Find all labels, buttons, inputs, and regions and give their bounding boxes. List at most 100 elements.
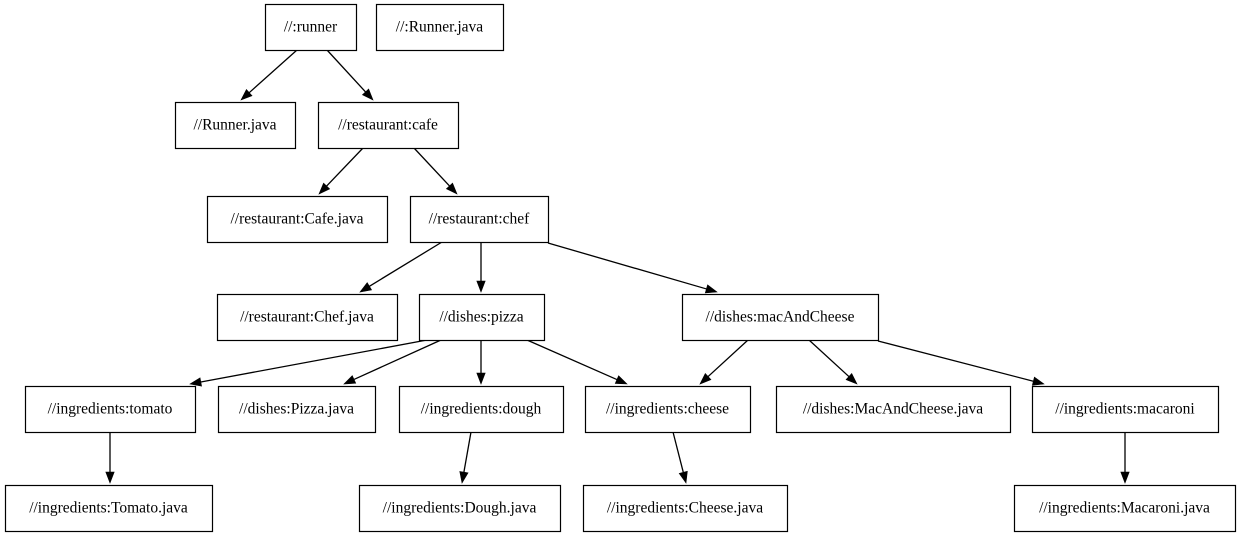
node-box[interactable] <box>264 3 358 52</box>
graph-node-dishes_macandcheese[interactable]: //dishes:macAndCheese <box>681 293 880 342</box>
graph-node-runner_java_root[interactable]: //:Runner.java <box>375 3 505 52</box>
graph-edge <box>105 432 115 484</box>
edge-arrowhead <box>240 89 253 101</box>
node-label: //ingredients:Cheese.java <box>607 500 763 517</box>
node-box[interactable] <box>418 293 546 342</box>
edge-arrowhead <box>476 280 486 293</box>
node-label: //restaurant:chef <box>429 211 531 228</box>
graph-node-restaurant_chef[interactable]: //restaurant:chef <box>409 195 550 244</box>
edge-arrowhead <box>1031 376 1045 386</box>
edge-arrowhead <box>704 284 718 294</box>
node-box[interactable] <box>375 3 505 52</box>
graph-node-ing_tomato[interactable]: //ingredients:tomato <box>24 385 197 434</box>
graph-node-restaurant_cafe_java[interactable]: //restaurant:Cafe.java <box>206 195 389 244</box>
edge-arrowhead <box>359 282 373 293</box>
graph-node-runner_java[interactable]: //Runner.java <box>174 101 297 150</box>
edge-line <box>326 147 364 187</box>
edges-layer <box>105 49 1130 484</box>
node-box[interactable] <box>217 385 377 434</box>
node-label: //Runner.java <box>193 117 276 134</box>
node-box[interactable] <box>582 484 789 533</box>
node-label: //restaurant:cafe <box>338 117 438 134</box>
graph-node-ing_tomato_java[interactable]: //ingredients:Tomato.java <box>4 484 214 533</box>
edge-arrowhead <box>678 470 688 484</box>
graph-edge <box>476 340 486 385</box>
edge-arrowhead <box>361 88 374 101</box>
edge-arrowhead <box>105 471 115 484</box>
edge-line <box>413 147 450 187</box>
edge-arrowhead <box>845 372 858 385</box>
node-label: //restaurant:Chef.java <box>240 309 374 326</box>
graph-node-ing_macaroni[interactable]: //ingredients:macaroni <box>1031 385 1220 434</box>
graph-edge <box>699 339 749 385</box>
node-box[interactable] <box>206 195 389 244</box>
graph-edge <box>318 147 364 195</box>
edge-line <box>808 339 850 378</box>
node-label: //:runner <box>284 19 338 36</box>
graph-edge <box>547 242 718 294</box>
edge-line <box>200 339 428 383</box>
graph-edge <box>326 49 374 101</box>
edge-line <box>672 431 684 473</box>
graph-node-dishes_pizza_java[interactable]: //dishes:Pizza.java <box>217 385 377 434</box>
node-label: //restaurant:Cafe.java <box>231 211 364 228</box>
edge-arrowhead <box>189 377 202 387</box>
graph-edge <box>343 339 442 385</box>
graph-edge <box>413 147 458 195</box>
graph-node-ing_cheese[interactable]: //ingredients:cheese <box>584 385 752 434</box>
node-box[interactable] <box>4 484 214 533</box>
edge-line <box>326 49 367 93</box>
graph-node-ing_dough[interactable]: //ingredients:dough <box>398 385 565 434</box>
graph-edge <box>240 49 298 101</box>
graph-edge <box>1120 432 1130 484</box>
node-label: //ingredients:Macaroni.java <box>1039 500 1210 517</box>
edge-line <box>526 339 618 381</box>
node-box[interactable] <box>681 293 880 342</box>
edge-arrowhead <box>445 182 458 195</box>
graph-node-runner[interactable]: //:runner <box>264 3 358 52</box>
node-box[interactable] <box>775 385 1012 434</box>
graph-edge <box>189 339 428 387</box>
graph-edge <box>877 340 1045 386</box>
graph-node-ing_dough_java[interactable]: //ingredients:Dough.java <box>358 484 562 533</box>
edge-arrowhead <box>699 372 712 385</box>
node-box[interactable] <box>24 385 197 434</box>
node-label: //dishes:MacAndCheese.java <box>803 401 983 418</box>
node-box[interactable] <box>317 101 460 150</box>
node-box[interactable] <box>358 484 562 533</box>
node-label: //ingredients:Tomato.java <box>29 500 188 517</box>
node-box[interactable] <box>1013 484 1237 533</box>
edge-line <box>353 339 442 381</box>
graph-node-dishes_mac_java[interactable]: //dishes:MacAndCheese.java <box>775 385 1012 434</box>
nodes-layer: //:runner //:Runner.java //Runner.java //re… <box>4 3 1237 533</box>
edge-arrowhead <box>343 375 357 385</box>
graph-node-restaurant_chef_java[interactable]: //restaurant:Chef.java <box>216 293 399 342</box>
graph-node-restaurant_cafe[interactable]: //restaurant:cafe <box>317 101 460 150</box>
node-box[interactable] <box>1031 385 1220 434</box>
node-box[interactable] <box>409 195 550 244</box>
node-box[interactable] <box>584 385 752 434</box>
graph-edge <box>476 242 486 293</box>
edge-arrowhead <box>459 471 469 484</box>
node-label: //ingredients:tomato <box>48 401 173 418</box>
edge-arrowhead <box>614 375 628 385</box>
edge-line <box>248 49 298 94</box>
graph-edge <box>359 241 443 293</box>
graph-node-ing_macaroni_java[interactable]: //ingredients:Macaroni.java <box>1013 484 1237 533</box>
edge-arrowhead <box>476 372 486 385</box>
node-label: //ingredients:cheese <box>606 401 729 418</box>
node-label: //dishes:pizza <box>439 309 523 326</box>
node-box[interactable] <box>174 101 297 150</box>
node-box[interactable] <box>398 385 565 434</box>
graph-node-dishes_pizza[interactable]: //dishes:pizza <box>418 293 546 342</box>
node-label: //ingredients:Dough.java <box>383 500 537 517</box>
edge-line <box>547 242 707 290</box>
graph-node-ing_cheese_java[interactable]: //ingredients:Cheese.java <box>582 484 789 533</box>
graph-edge <box>808 339 858 385</box>
node-label: //ingredients:macaroni <box>1055 401 1195 418</box>
graph-edge <box>672 431 688 484</box>
node-label: //ingredients:dough <box>421 401 542 418</box>
node-box[interactable] <box>216 293 399 342</box>
